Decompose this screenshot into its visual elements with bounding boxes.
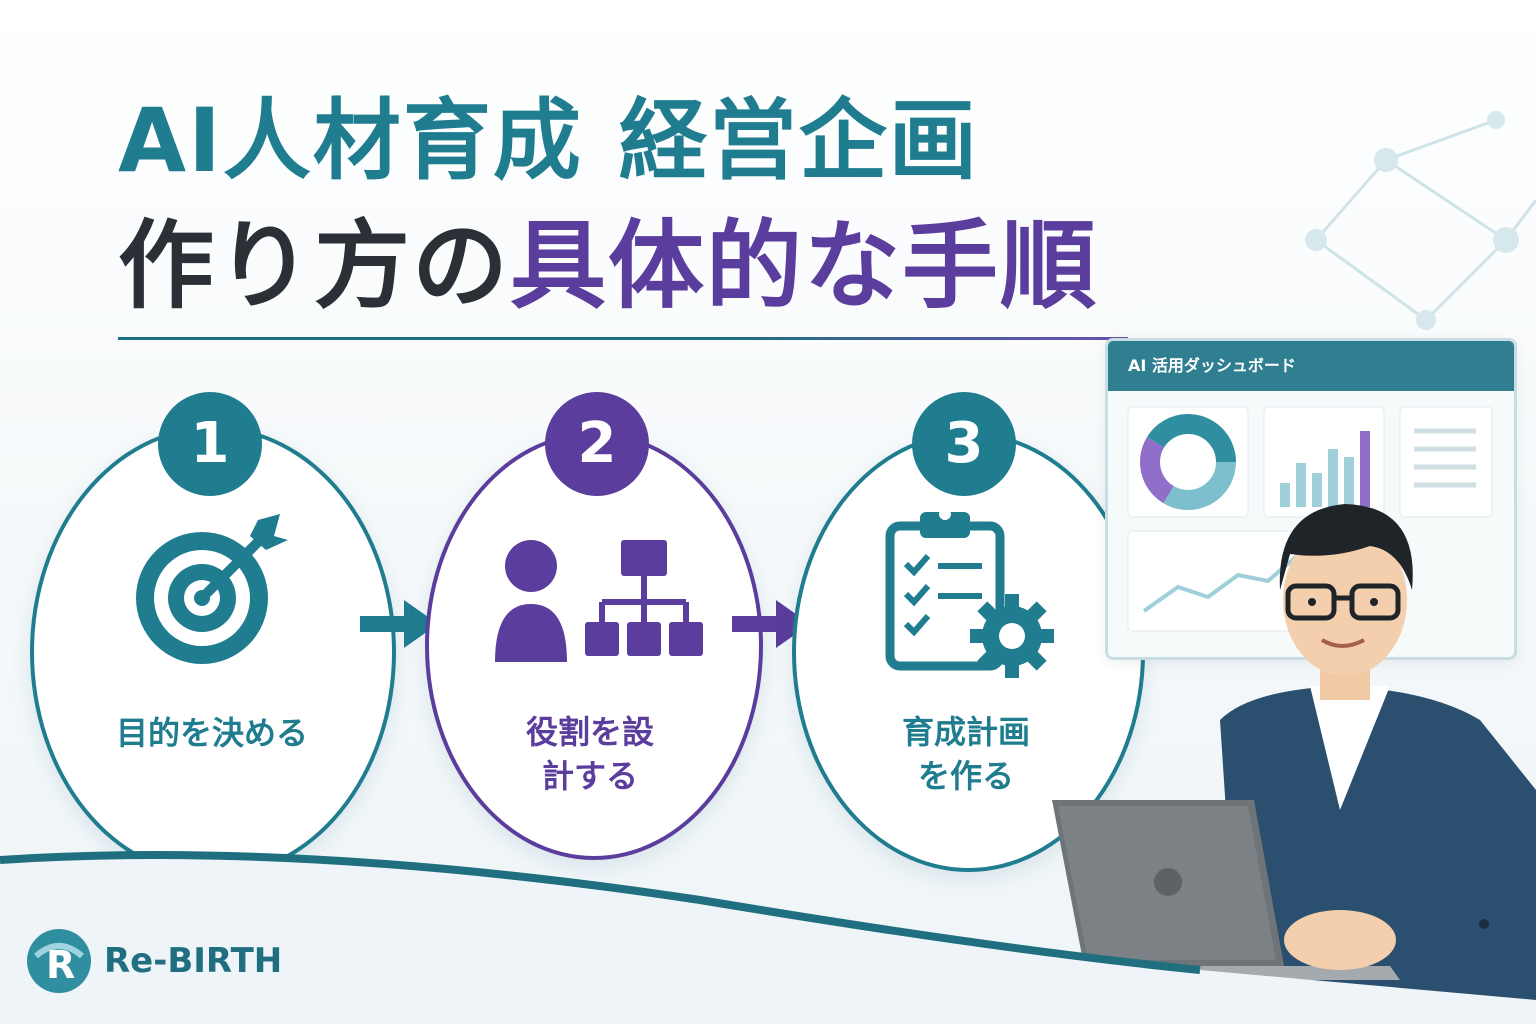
step-3-label-line1: 育成計画	[901, 713, 1030, 751]
donut-chart-icon	[1140, 414, 1236, 510]
step-2-label: 役割を設 計する	[445, 710, 735, 798]
step-3-number: 3	[912, 392, 1016, 496]
dashboard-title: AI 活用ダッシュボード	[1108, 341, 1514, 391]
title-corporate-planning: 経営企画	[618, 89, 979, 192]
title-concrete-steps: 具体的な手順	[510, 210, 1098, 322]
step-3-label-line2: を作る	[917, 757, 1014, 795]
title-ai-talent: AI人材育成	[118, 89, 583, 192]
bar-chart-icon	[1280, 431, 1370, 507]
step-2-number: 2	[545, 392, 649, 496]
title-how-to: 作り方の	[118, 210, 510, 322]
businessman-laptop-illustration	[1052, 504, 1536, 1024]
step-2-label-line2: 計する	[541, 757, 638, 795]
arrow-1-icon	[360, 600, 438, 648]
step-3-label: 育成計画 を作る	[816, 710, 1116, 798]
step-2-label-line1: 役割を設	[525, 713, 654, 751]
person-org-chart-icon	[495, 540, 703, 662]
brand-logo[interactable]: R Re-BIRTH	[24, 926, 282, 996]
svg-text:R: R	[46, 943, 75, 987]
step-1-label: 目的を決める	[115, 714, 308, 752]
re-birth-logo-icon: R	[27, 929, 91, 993]
list-lines-icon	[1414, 428, 1476, 488]
clipboard-gear-icon	[885, 508, 1054, 678]
bottom-wave-decoration	[0, 851, 1536, 1024]
title-line-2: 作り方の具体的な手順	[118, 188, 1098, 327]
network-decoration	[1305, 111, 1536, 330]
target-arrow-icon	[136, 514, 288, 664]
title-divider	[118, 337, 1128, 340]
brand-name: Re-BIRTH	[104, 941, 283, 981]
title-line-1: AI人材育成経営企画	[118, 70, 979, 197]
step-1-number: 1	[158, 392, 262, 496]
